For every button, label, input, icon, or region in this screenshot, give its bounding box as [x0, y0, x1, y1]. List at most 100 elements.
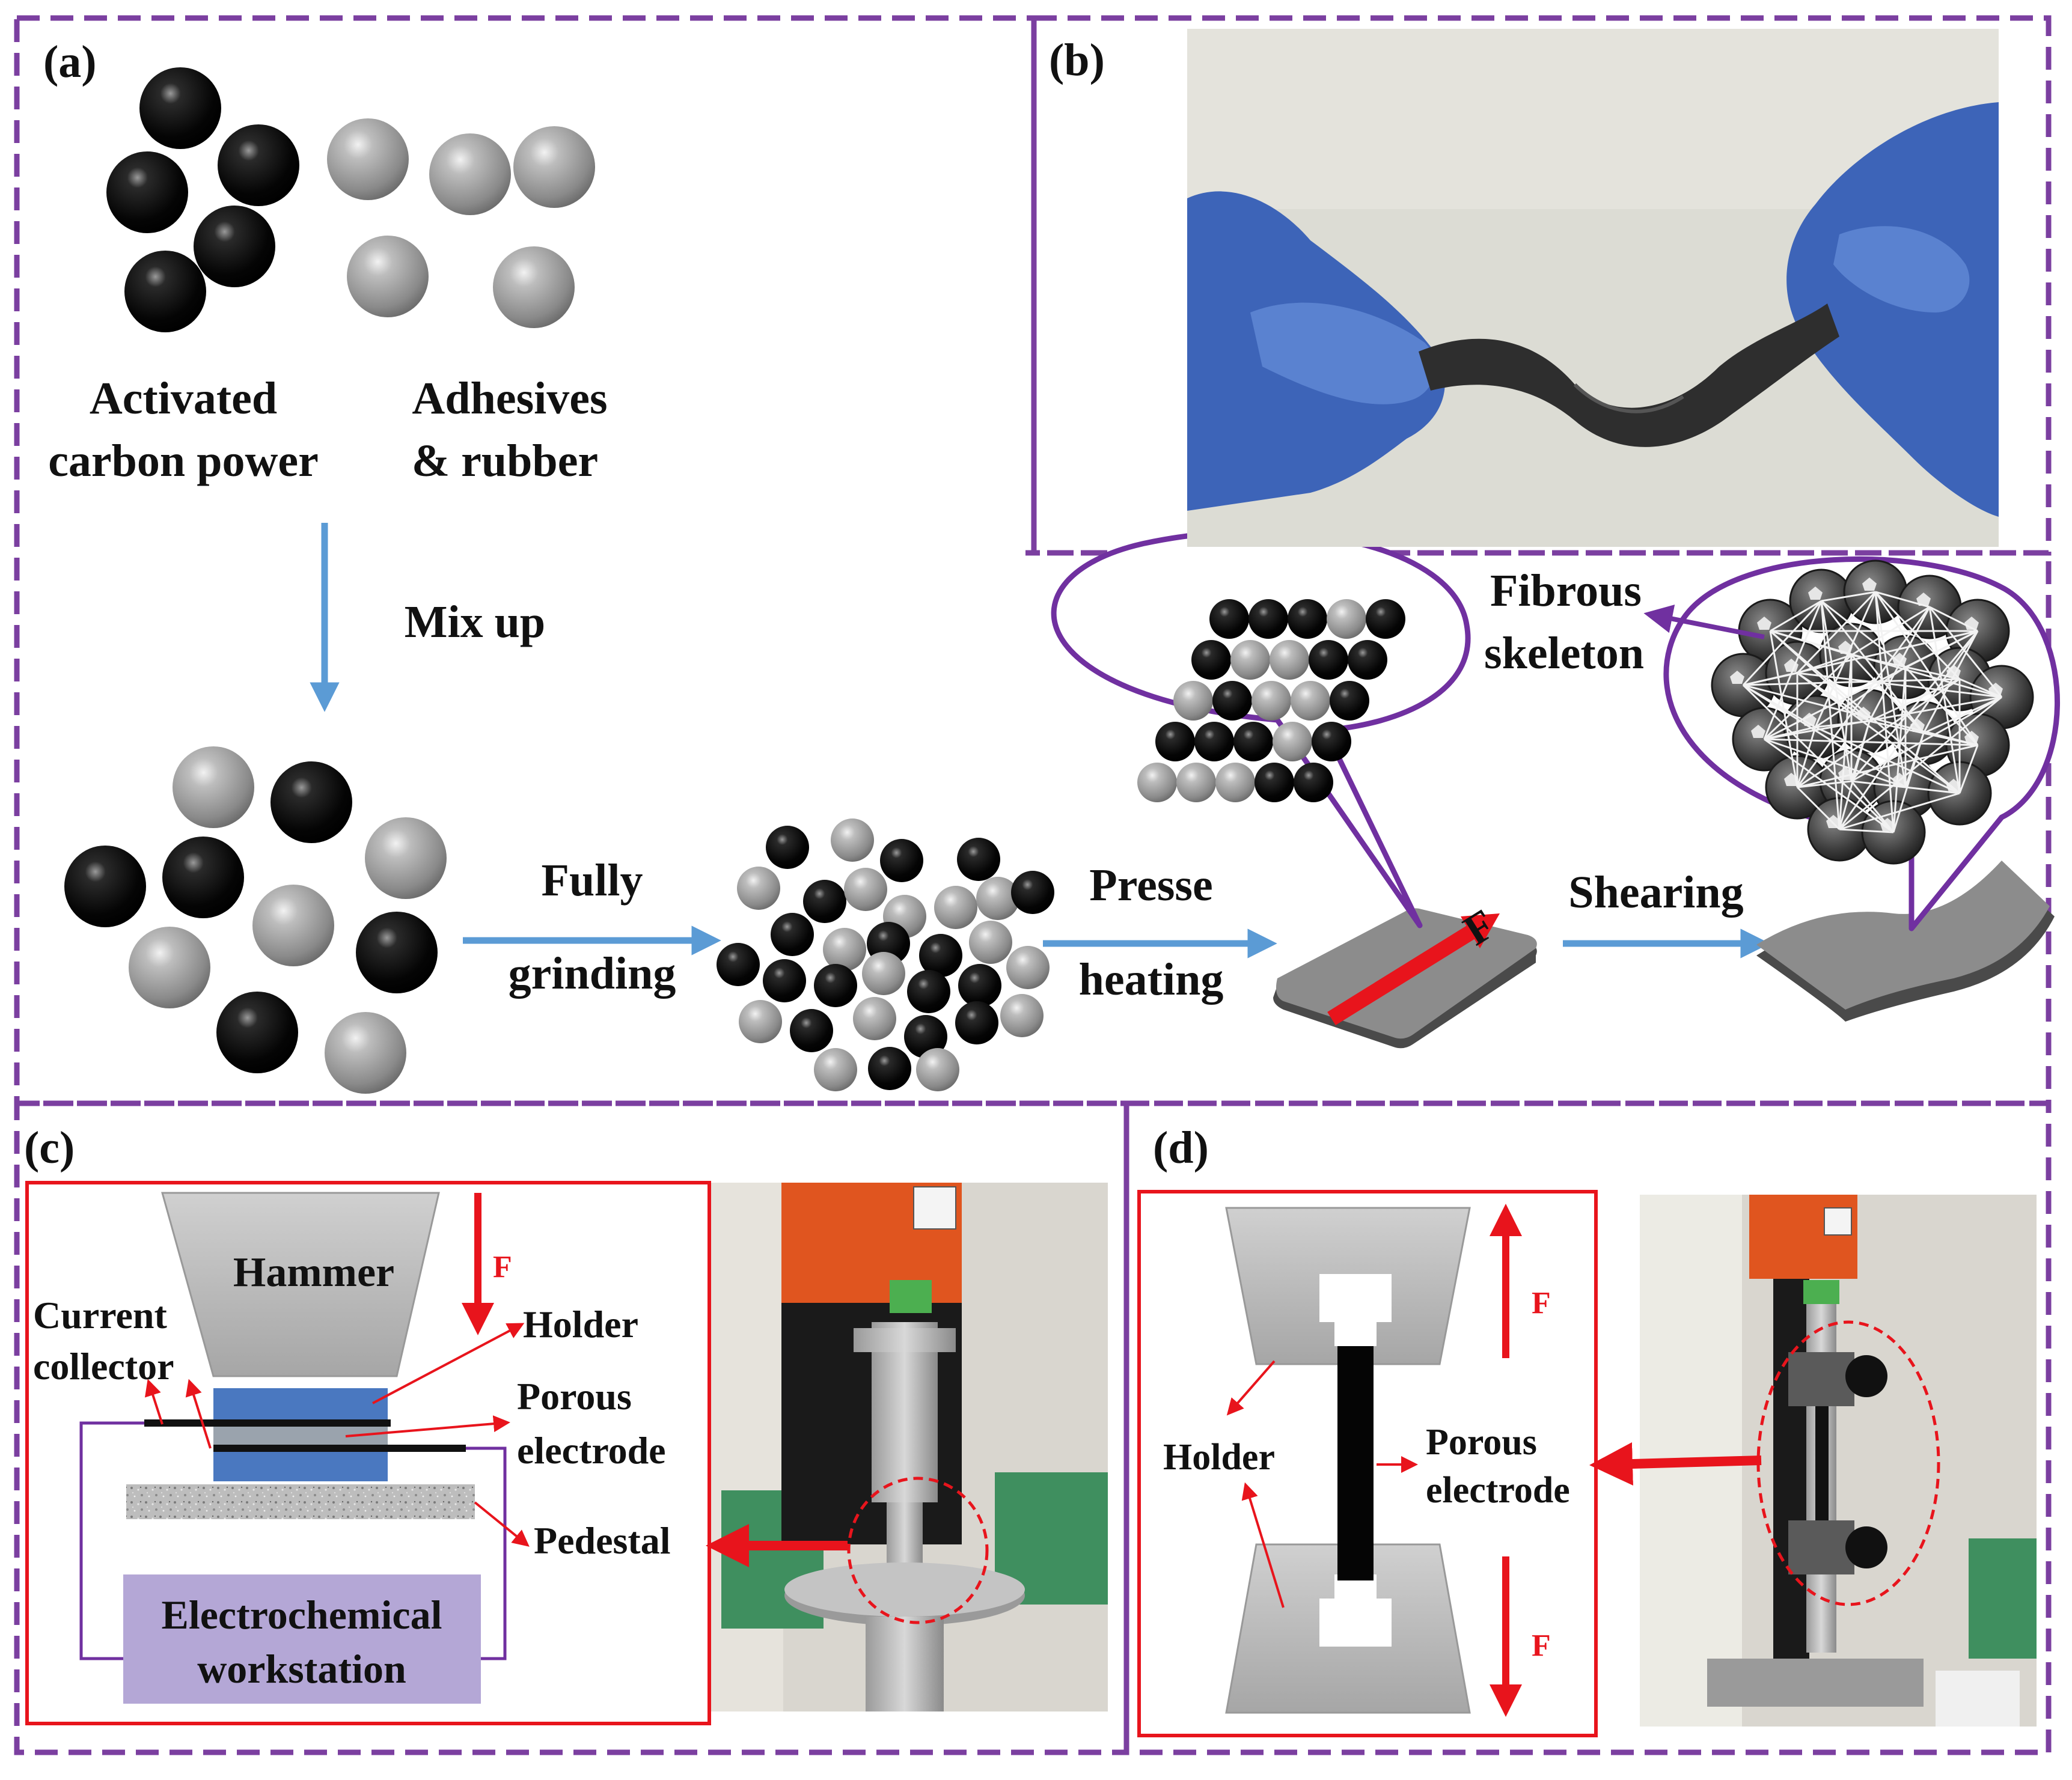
label-shearing: Shearing [1568, 867, 1743, 918]
holder-pointer-c [372, 1323, 525, 1404]
upper-clamp [1788, 1352, 1854, 1406]
carbon-particle [955, 1001, 998, 1044]
fiber [1814, 591, 1877, 728]
fiber [1905, 786, 1960, 794]
flexible-electrode-photo [1187, 29, 1999, 547]
label-force-top: F [1532, 1286, 1551, 1320]
porous-electrode-specimen [1337, 1346, 1374, 1580]
adhesive-particle [1273, 722, 1312, 761]
panel-label-a: (a) [43, 37, 97, 87]
adhesive-particle [1176, 763, 1216, 802]
adhesive-particle [1173, 681, 1213, 721]
activated-carbon-spheres [106, 67, 299, 332]
fiber [1796, 727, 1817, 788]
photo-pointer-arrow-d [1589, 1442, 1762, 1486]
carbon-particle [1330, 681, 1369, 721]
fiber [1821, 591, 1876, 602]
label-porous-d: Porous [1426, 1422, 1537, 1463]
carbon-sphere [356, 912, 438, 993]
carbon-particle [1288, 599, 1327, 639]
adhesive-sphere [493, 246, 575, 328]
adhesive-particle [1291, 681, 1330, 721]
carbon-particle [957, 838, 1000, 881]
fiber [1928, 606, 1961, 794]
label-electrode-c: electrode [517, 1429, 666, 1472]
fiber [1743, 684, 1906, 788]
adhesive-particle [1137, 763, 1177, 802]
panel-label-b: (b) [1049, 35, 1105, 85]
fiber [1770, 630, 1960, 794]
label-force-bottom: F [1532, 1629, 1551, 1663]
carbon-particle [880, 839, 923, 882]
force-arrow-shaft [1327, 918, 1486, 1026]
carbon-particle [1212, 681, 1252, 721]
fiber [1850, 630, 1979, 782]
carbon-particle [1312, 722, 1351, 761]
fiber [1821, 600, 1906, 668]
carbon-particle [907, 970, 950, 1013]
fiber [1797, 678, 1960, 788]
fiber [1874, 591, 1895, 833]
adhesive-sphere [252, 885, 334, 966]
carbon-sphere [194, 206, 275, 287]
fiber [1763, 654, 1853, 740]
adhesive-particle [1327, 599, 1366, 639]
adhesive-particle [1251, 681, 1291, 721]
pressed-sheet: F [1273, 900, 1537, 1049]
label-fully: Fully [542, 855, 643, 906]
label-presse: Presse [1089, 860, 1212, 910]
fiber [1892, 733, 1925, 833]
label-rubber: & rubber [412, 436, 598, 486]
fiber [1839, 792, 1960, 831]
carbon-particle [1011, 871, 1054, 914]
holder-pointer-upper [1226, 1360, 1276, 1416]
electrochemical-workstation [123, 1574, 481, 1704]
label-skeleton: skeleton [1484, 628, 1644, 678]
label-pedestal: Pedestal [534, 1519, 671, 1562]
carbon-particle [904, 1015, 947, 1058]
fiber [1797, 780, 1852, 788]
fibrous-callout [1643, 556, 2060, 931]
panel-label-d: (d) [1153, 1123, 1209, 1173]
adhesive-particle [823, 928, 866, 971]
electrode-bottom-block [213, 1448, 388, 1481]
fiber [1922, 630, 1979, 734]
adhesive-particle [831, 818, 874, 862]
right-glove-thumb [1833, 226, 1970, 312]
electrode-top-block [213, 1388, 388, 1423]
fiber [1851, 780, 1906, 788]
adhesive-particle [916, 1048, 959, 1091]
fiber [1764, 726, 1816, 740]
label-adhesives: Adhesives [412, 373, 607, 424]
fiber [1797, 654, 1852, 674]
adhesive-particle [934, 886, 977, 929]
twisted-electrode-strip [1419, 303, 1839, 447]
carbon-particle [1348, 640, 1387, 680]
carbon-particle [868, 1047, 911, 1090]
adhesive-sphere [325, 1012, 406, 1094]
facet-highlight [1802, 713, 1817, 726]
adhesive-particle [1000, 994, 1044, 1037]
adhesive-particle [976, 877, 1019, 920]
carbon-particle [1233, 722, 1273, 761]
clamp-ring [854, 1328, 956, 1352]
green-panel-d [1969, 1538, 2037, 1659]
label-current: Current [33, 1294, 167, 1337]
carbon-particle [1309, 640, 1348, 680]
schematic-box-c [25, 1181, 711, 1725]
fiber [1875, 591, 1930, 608]
label-holder-d: Holder [1163, 1437, 1275, 1478]
sheared-sheet-top [1756, 861, 2050, 1010]
facet-highlight [1862, 578, 1877, 591]
carbon-sphere [216, 992, 298, 1073]
fiber [1838, 721, 1871, 830]
label-hammer: Hammer [233, 1249, 394, 1296]
strip-highlight [1573, 383, 1684, 413]
carbon-particle [766, 826, 809, 869]
label-workstation-2: workstation [197, 1646, 406, 1692]
tensile-specimen [1815, 1406, 1829, 1520]
carbon-sphere [218, 124, 299, 206]
fiber [1851, 606, 1930, 656]
green-sensor-d [1803, 1280, 1839, 1304]
